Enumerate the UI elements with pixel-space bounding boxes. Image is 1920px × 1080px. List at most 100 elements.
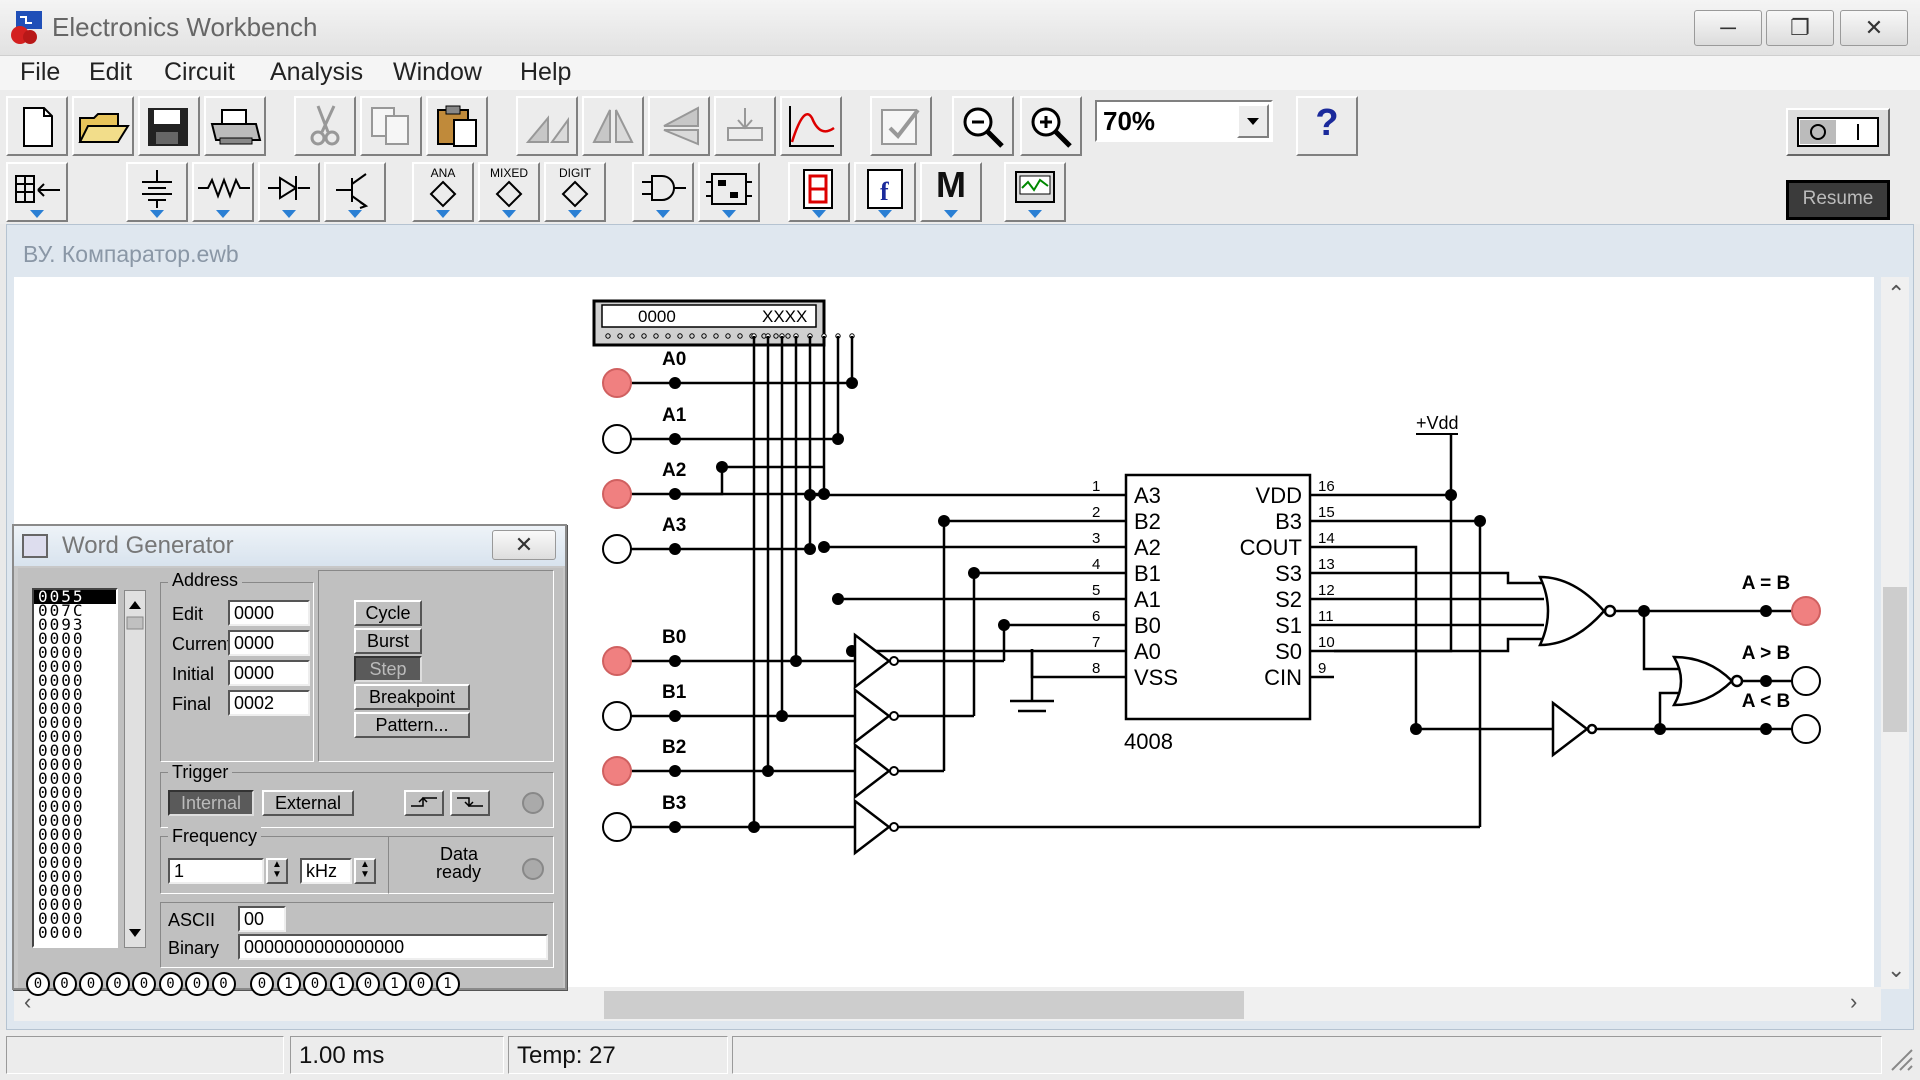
frequency-stepper[interactable]: ▲▼ (266, 858, 288, 884)
digital-bin-button[interactable] (698, 162, 760, 222)
scroll-down-icon[interactable]: ⌄ (1887, 957, 1906, 982)
edit-address-field[interactable]: 0000 (228, 600, 310, 626)
word-list-item[interactable]: 0000 (38, 881, 85, 900)
input-probe[interactable] (602, 812, 632, 842)
input-probe[interactable] (602, 701, 632, 731)
word-list-item[interactable]: 0000 (38, 741, 85, 760)
word-list-item[interactable]: 0000 (38, 685, 85, 704)
controls-bin-button[interactable]: f (854, 162, 916, 222)
flip-horizontal-button[interactable] (582, 96, 644, 156)
word-list-item[interactable]: 0000 (38, 699, 85, 718)
copy-button[interactable] (360, 96, 422, 156)
graphs-button[interactable] (780, 96, 842, 156)
or-gate[interactable] (1671, 655, 1734, 707)
vertical-scrollbar[interactable]: ⌃ ⌄ (1881, 277, 1909, 989)
new-button[interactable] (6, 96, 68, 156)
zoom-out-button[interactable] (952, 96, 1014, 156)
output-probe[interactable] (1791, 596, 1821, 626)
binary-field[interactable]: 0000000000000000 (238, 934, 548, 960)
frequency-field[interactable]: 1 (168, 858, 264, 884)
word-list-item[interactable]: 0000 (38, 713, 85, 732)
zoom-select[interactable]: 70% (1095, 100, 1273, 142)
word-list-item[interactable]: 0055 (34, 590, 116, 605)
internal-trigger-button[interactable]: Internal (168, 790, 254, 816)
word-generator-titlebar[interactable]: Word Generator ✕ (14, 526, 565, 566)
word-list-item[interactable]: 0000 (38, 853, 85, 872)
word-list-scrollbar[interactable] (124, 590, 146, 948)
inverter-gate[interactable] (853, 798, 892, 856)
pattern-button[interactable]: Pattern... (354, 712, 470, 738)
external-trigger-button[interactable]: External (262, 790, 354, 816)
power-switch[interactable] (1786, 108, 1890, 156)
minimize-button[interactable]: ─ (1694, 10, 1762, 46)
word-list-item[interactable]: 0000 (38, 811, 85, 830)
save-button[interactable] (138, 96, 200, 156)
current-address-field[interactable]: 0000 (228, 630, 310, 656)
word-list-item[interactable]: 0000 (38, 727, 85, 746)
favorites-button[interactable] (6, 162, 68, 222)
menu-edit[interactable]: Edit (89, 58, 133, 86)
input-probe[interactable] (602, 368, 632, 398)
open-button[interactable] (72, 96, 134, 156)
scroll-left-icon[interactable]: ‹ (24, 989, 32, 1014)
word-list-item[interactable]: 0000 (38, 909, 85, 928)
word-list-item[interactable]: 0000 (38, 769, 85, 788)
inverter-gate[interactable] (853, 687, 892, 745)
digital-ics-bin-button[interactable]: DIGIT (544, 162, 606, 222)
word-list-item[interactable]: 0000 (38, 867, 85, 886)
menu-help[interactable]: Help (520, 58, 572, 86)
help-button[interactable]: ? (1296, 96, 1358, 156)
word-generator-close-button[interactable]: ✕ (492, 530, 556, 560)
word-list-item[interactable]: 0000 (38, 643, 85, 662)
paste-button[interactable] (426, 96, 488, 156)
rising-edge-button[interactable] (404, 790, 444, 816)
input-probe[interactable] (602, 424, 632, 454)
word-list-item[interactable]: 0093 (38, 615, 85, 634)
word-generator-instrument[interactable]: 0000 XXXX (592, 299, 855, 347)
inverter-gate[interactable] (853, 742, 892, 800)
inverter-gate[interactable] (1551, 700, 1590, 758)
maximize-button[interactable]: ❐ (1766, 10, 1834, 46)
close-button[interactable]: ✕ (1840, 10, 1908, 46)
falling-edge-button[interactable] (450, 790, 490, 816)
word-list-item[interactable]: 0000 (38, 629, 85, 648)
subcircuit-button[interactable] (714, 96, 776, 156)
burst-button[interactable]: Burst (354, 628, 422, 654)
word-list-item[interactable]: 0000 (38, 839, 85, 858)
word-list-item[interactable]: 0000 (38, 825, 85, 844)
menu-circuit[interactable]: Circuit (164, 58, 235, 86)
ascii-field[interactable]: 00 (238, 906, 286, 932)
logic-gates-bin-button[interactable] (632, 162, 694, 222)
horizontal-scroll-thumb[interactable] (604, 991, 1244, 1019)
rotate-button[interactable] (516, 96, 578, 156)
analog-ics-bin-button[interactable]: ANA (412, 162, 474, 222)
zoom-in-button[interactable] (1020, 96, 1082, 156)
inverter-gate[interactable] (853, 632, 892, 690)
menu-window[interactable]: Window (393, 58, 482, 86)
resume-button[interactable]: Resume (1786, 180, 1890, 220)
word-list-item[interactable]: 007C (38, 601, 85, 620)
zoom-dropdown-arrow[interactable] (1237, 104, 1269, 138)
miscellaneous-bin-button[interactable]: M (920, 162, 982, 222)
diodes-bin-button[interactable] (258, 162, 320, 222)
sources-bin-button[interactable] (126, 162, 188, 222)
component-properties-button[interactable] (870, 96, 932, 156)
cut-button[interactable] (294, 96, 356, 156)
breakpoint-button[interactable]: Breakpoint (354, 684, 470, 710)
word-list-item[interactable]: 0000 (38, 657, 85, 676)
output-probe[interactable] (1791, 714, 1821, 744)
input-probe[interactable] (602, 479, 632, 509)
horizontal-scrollbar[interactable]: ‹ › (14, 987, 1881, 1021)
cycle-button[interactable]: Cycle (354, 600, 422, 626)
input-probe[interactable] (602, 534, 632, 564)
word-list-item[interactable]: 0000 (38, 671, 85, 690)
word-list-item[interactable]: 0000 (38, 783, 85, 802)
word-list-item[interactable]: 0000 (38, 755, 85, 774)
transistors-bin-button[interactable] (324, 162, 386, 222)
instruments-bin-button[interactable] (1004, 162, 1066, 222)
frequency-unit-stepper[interactable]: ▲▼ (354, 858, 376, 884)
input-probe[interactable] (602, 756, 632, 786)
word-list-item[interactable]: 0000 (38, 923, 85, 942)
